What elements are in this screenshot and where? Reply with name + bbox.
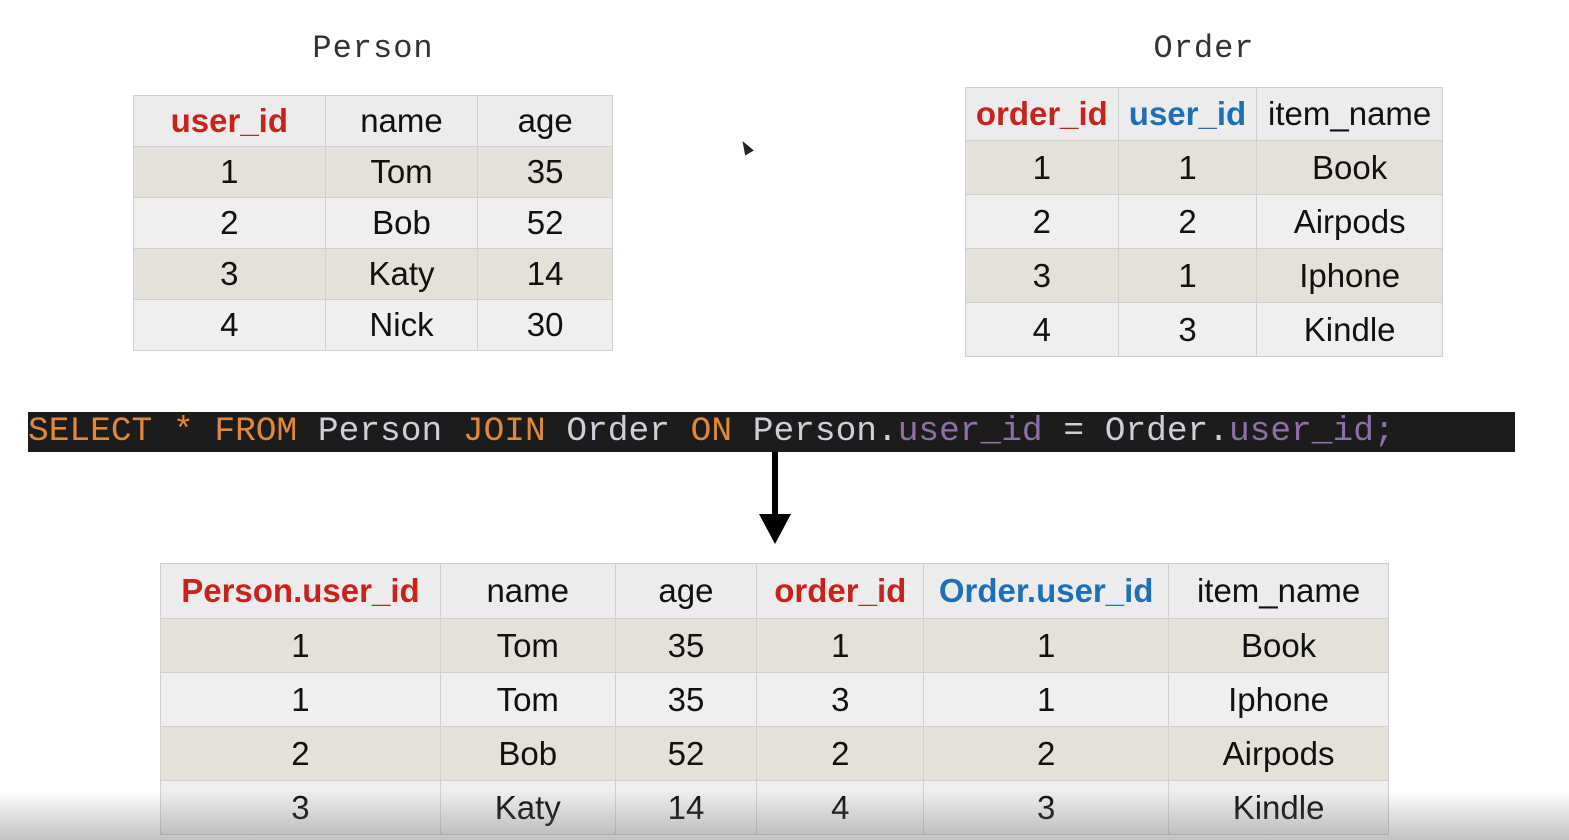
sql-token: Person [297,412,463,451]
table-cell: 2 [1117,194,1258,249]
column-header: age [477,95,613,147]
table-cell: Airpods [1168,726,1389,781]
table-cell: 4 [133,299,326,351]
table-cell: 4 [756,780,925,835]
table-cell: 1 [923,618,1170,673]
table-cell: 52 [477,197,613,249]
table-cell: 30 [477,299,613,351]
column-header: Person.user_id [160,563,441,619]
table-cell: 14 [477,248,613,300]
table-cell: Tom [439,672,616,727]
table-cell: 2 [133,197,326,249]
table-cell: Iphone [1256,248,1443,303]
table-cell: Nick [324,299,479,351]
column-header: name [439,563,616,619]
table-cell: Kindle [1256,302,1443,357]
column-header: order_id [965,87,1119,141]
sql-token: JOIN [462,412,546,451]
order-table-title: Order [1153,30,1255,67]
sql-token: FROM [214,412,298,451]
table-cell: Tom [439,618,616,673]
table-cell: Airpods [1256,194,1443,249]
table-cell: 3 [160,780,441,835]
person-table-title: Person [312,30,434,67]
table-cell: 3 [965,248,1119,303]
mouse-cursor-icon [738,138,754,156]
column-header: age [614,563,758,619]
table-cell: Kindle [1168,780,1389,835]
table-cell: 1 [923,672,1170,727]
table-cell: 2 [965,194,1119,249]
arrow-down-icon [772,452,778,518]
column-header: item_name [1256,87,1443,141]
table-cell: Tom [324,146,479,198]
table-cell: 2 [923,726,1170,781]
column-header: name [324,95,479,147]
table-cell: Book [1256,140,1443,195]
column-header: order_id [756,563,925,619]
column-header: user_id [1117,87,1258,141]
table-cell: 1 [1117,248,1258,303]
table-cell: 1 [160,672,441,727]
table-cell: 1 [133,146,326,198]
table-cell: 3 [756,672,925,727]
table-cell: 1 [965,140,1119,195]
table-cell: Katy [324,248,479,300]
sql-query: SELECT * FROM Person JOIN Order ON Perso… [28,412,1515,452]
table-cell: 4 [965,302,1119,357]
table-cell: 35 [614,618,758,673]
table-cell: 1 [1117,140,1258,195]
table-cell: Iphone [1168,672,1389,727]
sql-token: Person. [732,412,898,451]
column-header: user_id [133,95,326,147]
sql-token: ON [690,412,733,451]
sql-token: Order [545,412,691,451]
sql-token [152,412,173,451]
table-cell: Katy [439,780,616,835]
table-cell: Book [1168,618,1389,673]
table-cell: 3 [923,780,1170,835]
table-cell: 52 [614,726,758,781]
table-cell: 35 [614,672,758,727]
table-cell: 14 [614,780,758,835]
table-cell: 1 [756,618,925,673]
arrow-head-icon [759,514,791,544]
sql-token: * [172,412,194,451]
table-cell: 3 [1117,302,1258,357]
sql-token: SELECT [28,412,153,451]
table-cell: 1 [160,618,441,673]
sql-token: user_id [897,412,1043,451]
table-cell: Bob [324,197,479,249]
table-cell: 2 [160,726,441,781]
column-header: Order.user_id [923,563,1170,619]
table-cell: Bob [439,726,616,781]
sql-token: user_id; [1228,412,1395,451]
table-cell: 2 [756,726,925,781]
sql-token: = Order. [1042,412,1229,451]
table-cell: 3 [133,248,326,300]
table-cell: 35 [477,146,613,198]
column-header: item_name [1168,563,1389,619]
sql-token [194,412,215,451]
